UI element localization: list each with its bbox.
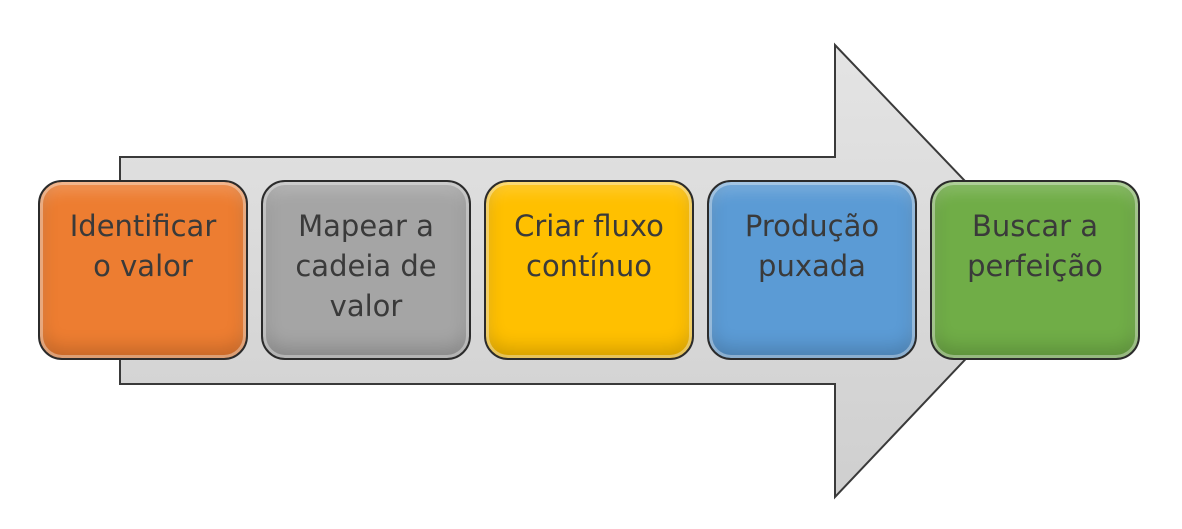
- step-label: Identificaro valor: [69, 209, 217, 283]
- step-label: Criar fluxocontínuo: [514, 209, 664, 283]
- step-criar-fluxo: Criar fluxocontínuo: [484, 180, 694, 360]
- step-label: Mapear acadeia devalor: [295, 209, 437, 323]
- step-producao-puxada: Produçãopuxada: [707, 180, 917, 360]
- step-identificar-valor: Identificaro valor: [38, 180, 248, 360]
- step-label: Produçãopuxada: [744, 209, 880, 283]
- step-label: Buscar aperfeição: [967, 209, 1103, 283]
- step-mapear-cadeia: Mapear acadeia devalor: [261, 180, 471, 360]
- step-buscar-perfeicao: Buscar aperfeição: [930, 180, 1140, 360]
